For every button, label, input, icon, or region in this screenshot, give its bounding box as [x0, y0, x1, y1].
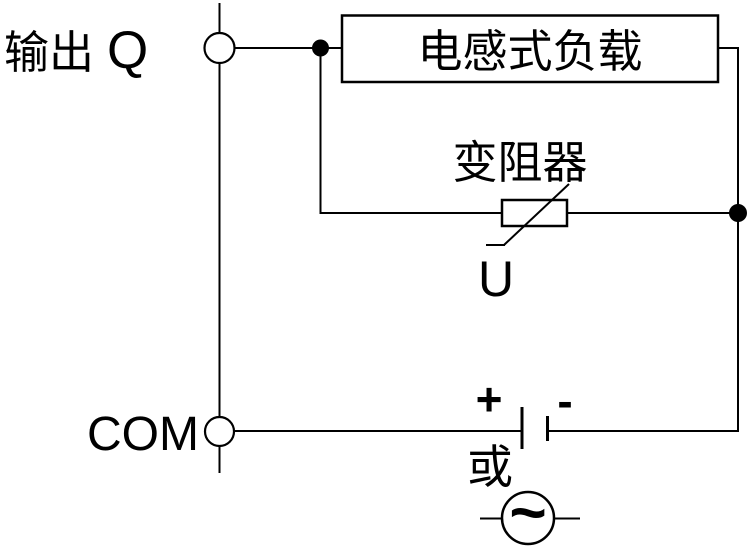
- varistor-label: 变阻器: [452, 138, 587, 188]
- varistor-diagonal: [503, 183, 570, 246]
- varistor-body: [500, 198, 569, 228]
- ac-source-circle: [500, 490, 556, 546]
- com-terminal-label: COM: [87, 408, 199, 461]
- or-label: 或: [467, 442, 513, 493]
- battery-plus-label: +: [476, 373, 503, 425]
- ac-tilde-symbol: ~: [509, 476, 546, 548]
- junction-dot-top: [312, 39, 329, 57]
- varistor-voltage-label: U: [478, 251, 514, 307]
- com-terminal-circle: [203, 415, 236, 448]
- junction-dot-right: [729, 204, 747, 222]
- inductive-load-label: 电感式负载: [417, 27, 642, 77]
- output-terminal-q-label: Q: [107, 21, 148, 80]
- output-terminal-label: 输出: [4, 28, 94, 78]
- battery-minus-label: -: [557, 375, 572, 427]
- inductive-load-box: [340, 14, 720, 84]
- output-terminal-circle: [203, 31, 236, 65]
